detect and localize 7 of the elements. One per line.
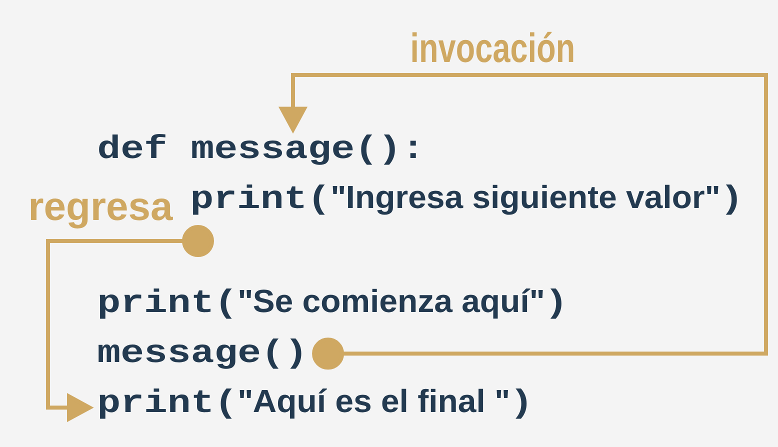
code-line: message() xyxy=(98,338,302,369)
code-line: print("Ingresa siguiente valor") xyxy=(192,184,737,215)
edge-label: invocación xyxy=(412,32,574,62)
code-line: def message(): xyxy=(99,134,416,165)
code-line: print("Se comienza aquí") xyxy=(100,288,562,319)
code-line: print("Aquí es el final ") xyxy=(100,388,527,419)
edge-label: regresa xyxy=(30,198,173,228)
